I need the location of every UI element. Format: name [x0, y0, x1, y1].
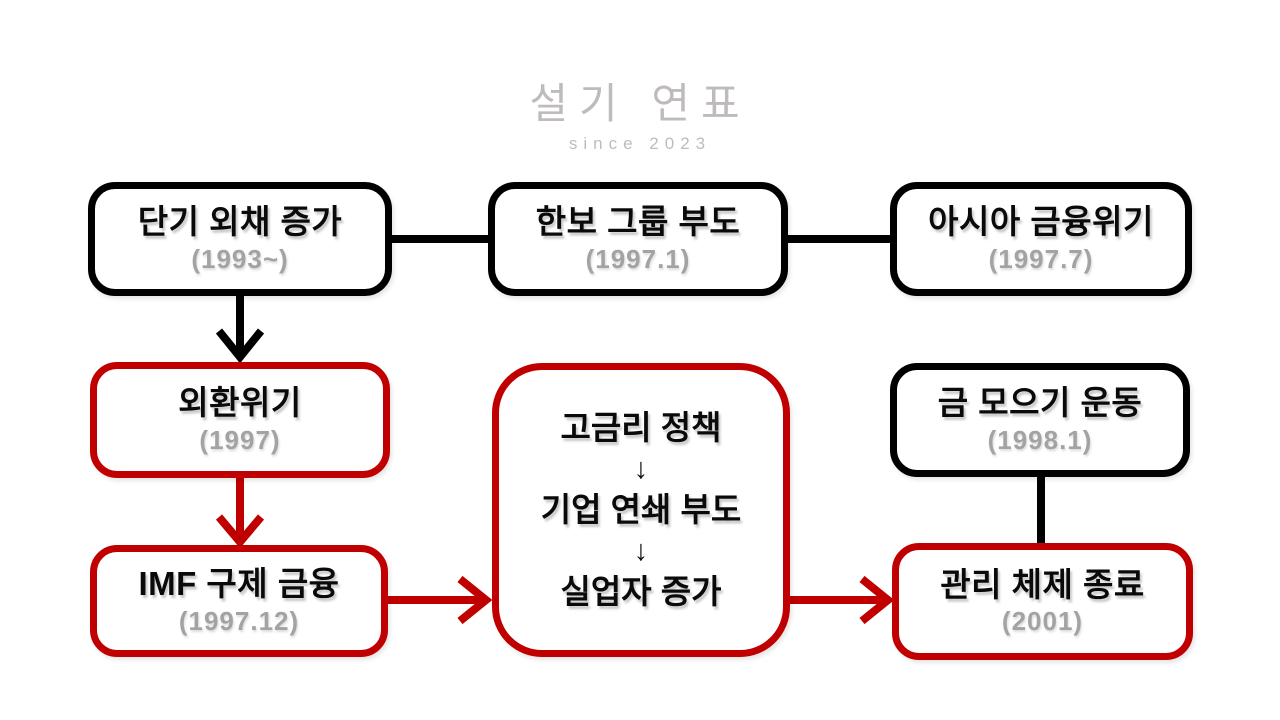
chain-step-chain-bankruptcies: 기업 연쇄 부도 — [540, 491, 742, 529]
node-title: 관리 체제 종료 — [940, 565, 1145, 603]
node-date: (1997.7) — [988, 243, 1094, 274]
arrow-currency-imf-head — [215, 514, 265, 549]
arrow-imf-chain-head — [457, 575, 493, 625]
node-date: (1997) — [199, 424, 281, 455]
node-date: (1998.1) — [987, 424, 1093, 455]
node-title: 단기 외채 증가 — [137, 203, 343, 241]
logo-title: 설기 연표 — [529, 80, 751, 127]
arrow-debt-currency-head — [215, 328, 265, 364]
node-date: (1997.1) — [585, 243, 691, 274]
arrow-chain-end-head — [859, 575, 895, 625]
node-imf-regime-end: 관리 체제 종료 (2001) — [892, 543, 1193, 660]
down-arrow-icon: ↓ — [633, 534, 649, 567]
node-consequence-chain: 고금리 정책 ↓ 기업 연쇄 부도 ↓ 실업자 증가 — [492, 363, 790, 657]
node-title: 외환위기 — [178, 384, 302, 422]
node-title: 한보 그룹 부도 — [535, 203, 741, 241]
node-currency-crisis: 외환위기 (1997) — [90, 362, 390, 478]
chain-step-unemployment: 실업자 증가 — [560, 573, 722, 611]
node-title: 금 모으기 운동 — [937, 384, 1143, 422]
down-arrow-icon: ↓ — [633, 452, 649, 485]
chain-step-high-interest: 고금리 정책 — [560, 408, 722, 446]
node-short-term-debt: 단기 외채 증가 (1993~) — [88, 182, 392, 296]
node-asian-financial-crisis: 아시아 금융위기 (1997.7) — [890, 182, 1192, 296]
node-hanbo-bankruptcy: 한보 그룹 부도 (1997.1) — [488, 182, 788, 296]
node-title: 아시아 금융위기 — [928, 203, 1154, 241]
node-date: (2001) — [1001, 606, 1084, 637]
node-date: (1993~) — [191, 243, 289, 274]
node-date: (1997.12) — [178, 605, 300, 636]
node-imf-bailout: IMF 구제 금융 (1997.12) — [90, 545, 388, 657]
node-title: IMF 구제 금융 — [138, 565, 340, 603]
node-gold-collection-campaign: 금 모으기 운동 (1998.1) — [890, 363, 1190, 477]
logo: 설기 연표 since 2023 — [0, 70, 1280, 154]
logo-subtitle: since 2023 — [568, 134, 712, 153]
